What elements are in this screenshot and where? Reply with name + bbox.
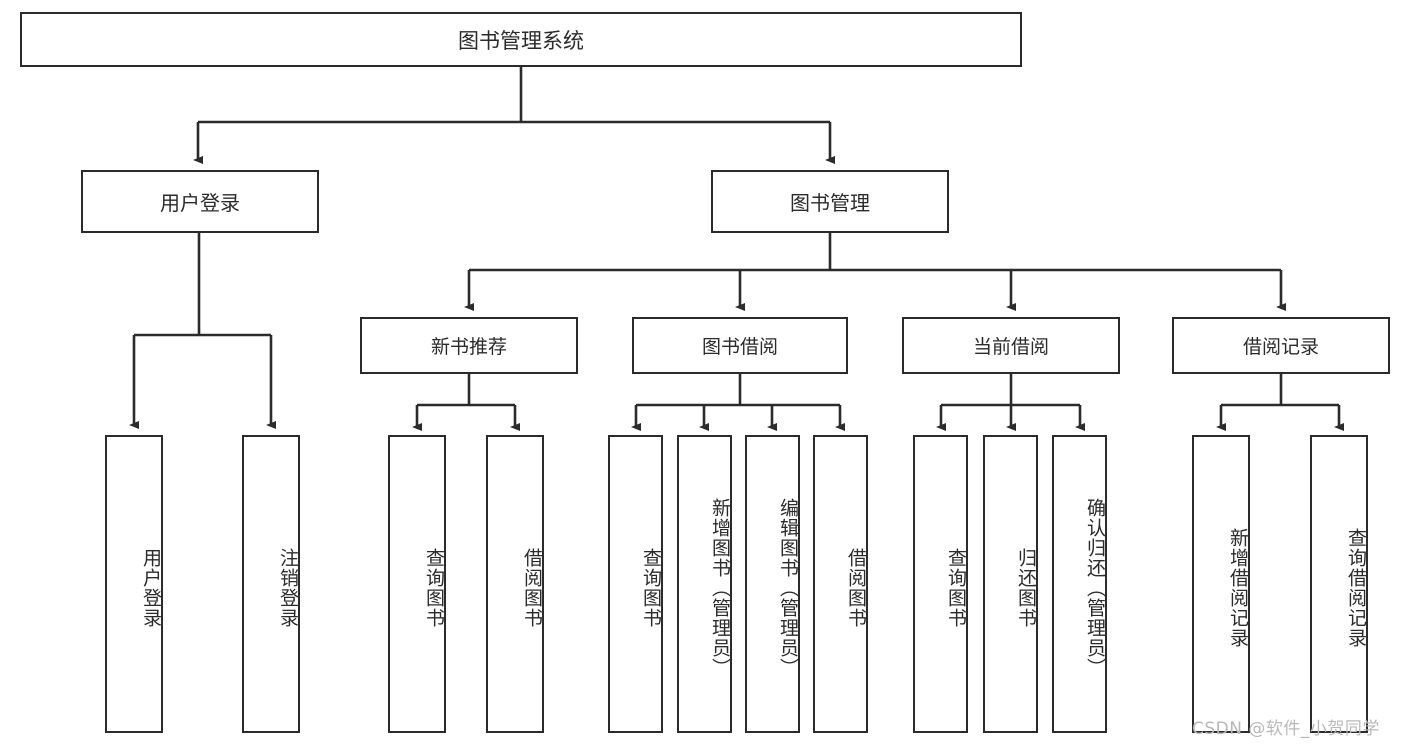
node-leaf-confirm-return-label: 确认归还（管理员） bbox=[1084, 498, 1106, 678]
node-leaf-add-book-admin[interactable]: 新增图书（管理员） bbox=[677, 435, 732, 733]
node-leaf-user-login[interactable]: 用户登录 bbox=[105, 435, 163, 733]
node-leaf-query-book-2[interactable]: 查询图书 bbox=[608, 435, 663, 733]
node-leaf-query-book-3-label: 查询图书 bbox=[945, 548, 967, 628]
node-leaf-borrow-book-2[interactable]: 借阅图书 bbox=[813, 435, 868, 733]
node-leaf-edit-book-admin-label: 编辑图书（管理员） bbox=[777, 498, 799, 678]
node-leaf-query-borrow-record[interactable]: 查询借阅记录 bbox=[1310, 435, 1368, 733]
node-leaf-confirm-return[interactable]: 确认归还（管理员） bbox=[1052, 435, 1107, 733]
node-book-borrow-label: 图书借阅 bbox=[701, 336, 778, 358]
node-leaf-query-borrow-record-label: 查询借阅记录 bbox=[1345, 528, 1367, 648]
node-user-login-label: 用户登录 bbox=[160, 191, 240, 215]
node-leaf-add-borrow-record[interactable]: 新增借阅记录 bbox=[1192, 435, 1250, 733]
node-book-manage[interactable]: 图书管理 bbox=[711, 170, 949, 233]
node-borrow-record-label: 借阅记录 bbox=[1242, 336, 1319, 358]
node-leaf-logout-label: 注销登录 bbox=[277, 548, 299, 628]
node-root[interactable]: 图书管理系统 bbox=[20, 12, 1022, 67]
node-leaf-return-book-label: 归还图书 bbox=[1015, 548, 1037, 628]
node-user-login[interactable]: 用户登录 bbox=[81, 170, 319, 233]
node-leaf-query-book-1-label: 查询图书 bbox=[423, 548, 445, 628]
csdn-watermark: CSDN @软件_小贺同学 bbox=[1192, 719, 1380, 739]
node-leaf-query-book-2-label: 查询图书 bbox=[640, 548, 662, 628]
node-leaf-borrow-book-1[interactable]: 借阅图书 bbox=[486, 435, 544, 733]
node-leaf-logout[interactable]: 注销登录 bbox=[242, 435, 300, 733]
node-leaf-query-book-1[interactable]: 查询图书 bbox=[388, 435, 446, 733]
node-new-book-recommend-label: 新书推荐 bbox=[430, 336, 507, 358]
node-leaf-query-book-3[interactable]: 查询图书 bbox=[913, 435, 968, 733]
node-leaf-add-book-admin-label: 新增图书（管理员） bbox=[709, 498, 731, 678]
node-leaf-add-borrow-record-label: 新增借阅记录 bbox=[1227, 528, 1249, 648]
node-borrow-record[interactable]: 借阅记录 bbox=[1172, 317, 1390, 374]
node-root-label: 图书管理系统 bbox=[458, 28, 584, 53]
node-leaf-return-book[interactable]: 归还图书 bbox=[983, 435, 1038, 733]
node-book-borrow[interactable]: 图书借阅 bbox=[632, 317, 848, 374]
node-leaf-edit-book-admin[interactable]: 编辑图书（管理员） bbox=[745, 435, 800, 733]
node-new-book-recommend[interactable]: 新书推荐 bbox=[360, 317, 578, 374]
node-current-borrow[interactable]: 当前借阅 bbox=[902, 317, 1120, 374]
node-leaf-borrow-book-2-label: 借阅图书 bbox=[845, 548, 867, 628]
node-leaf-user-login-label: 用户登录 bbox=[140, 548, 162, 628]
node-book-manage-label: 图书管理 bbox=[790, 191, 870, 215]
node-leaf-borrow-book-1-label: 借阅图书 bbox=[521, 548, 543, 628]
node-current-borrow-label: 当前借阅 bbox=[972, 336, 1049, 358]
